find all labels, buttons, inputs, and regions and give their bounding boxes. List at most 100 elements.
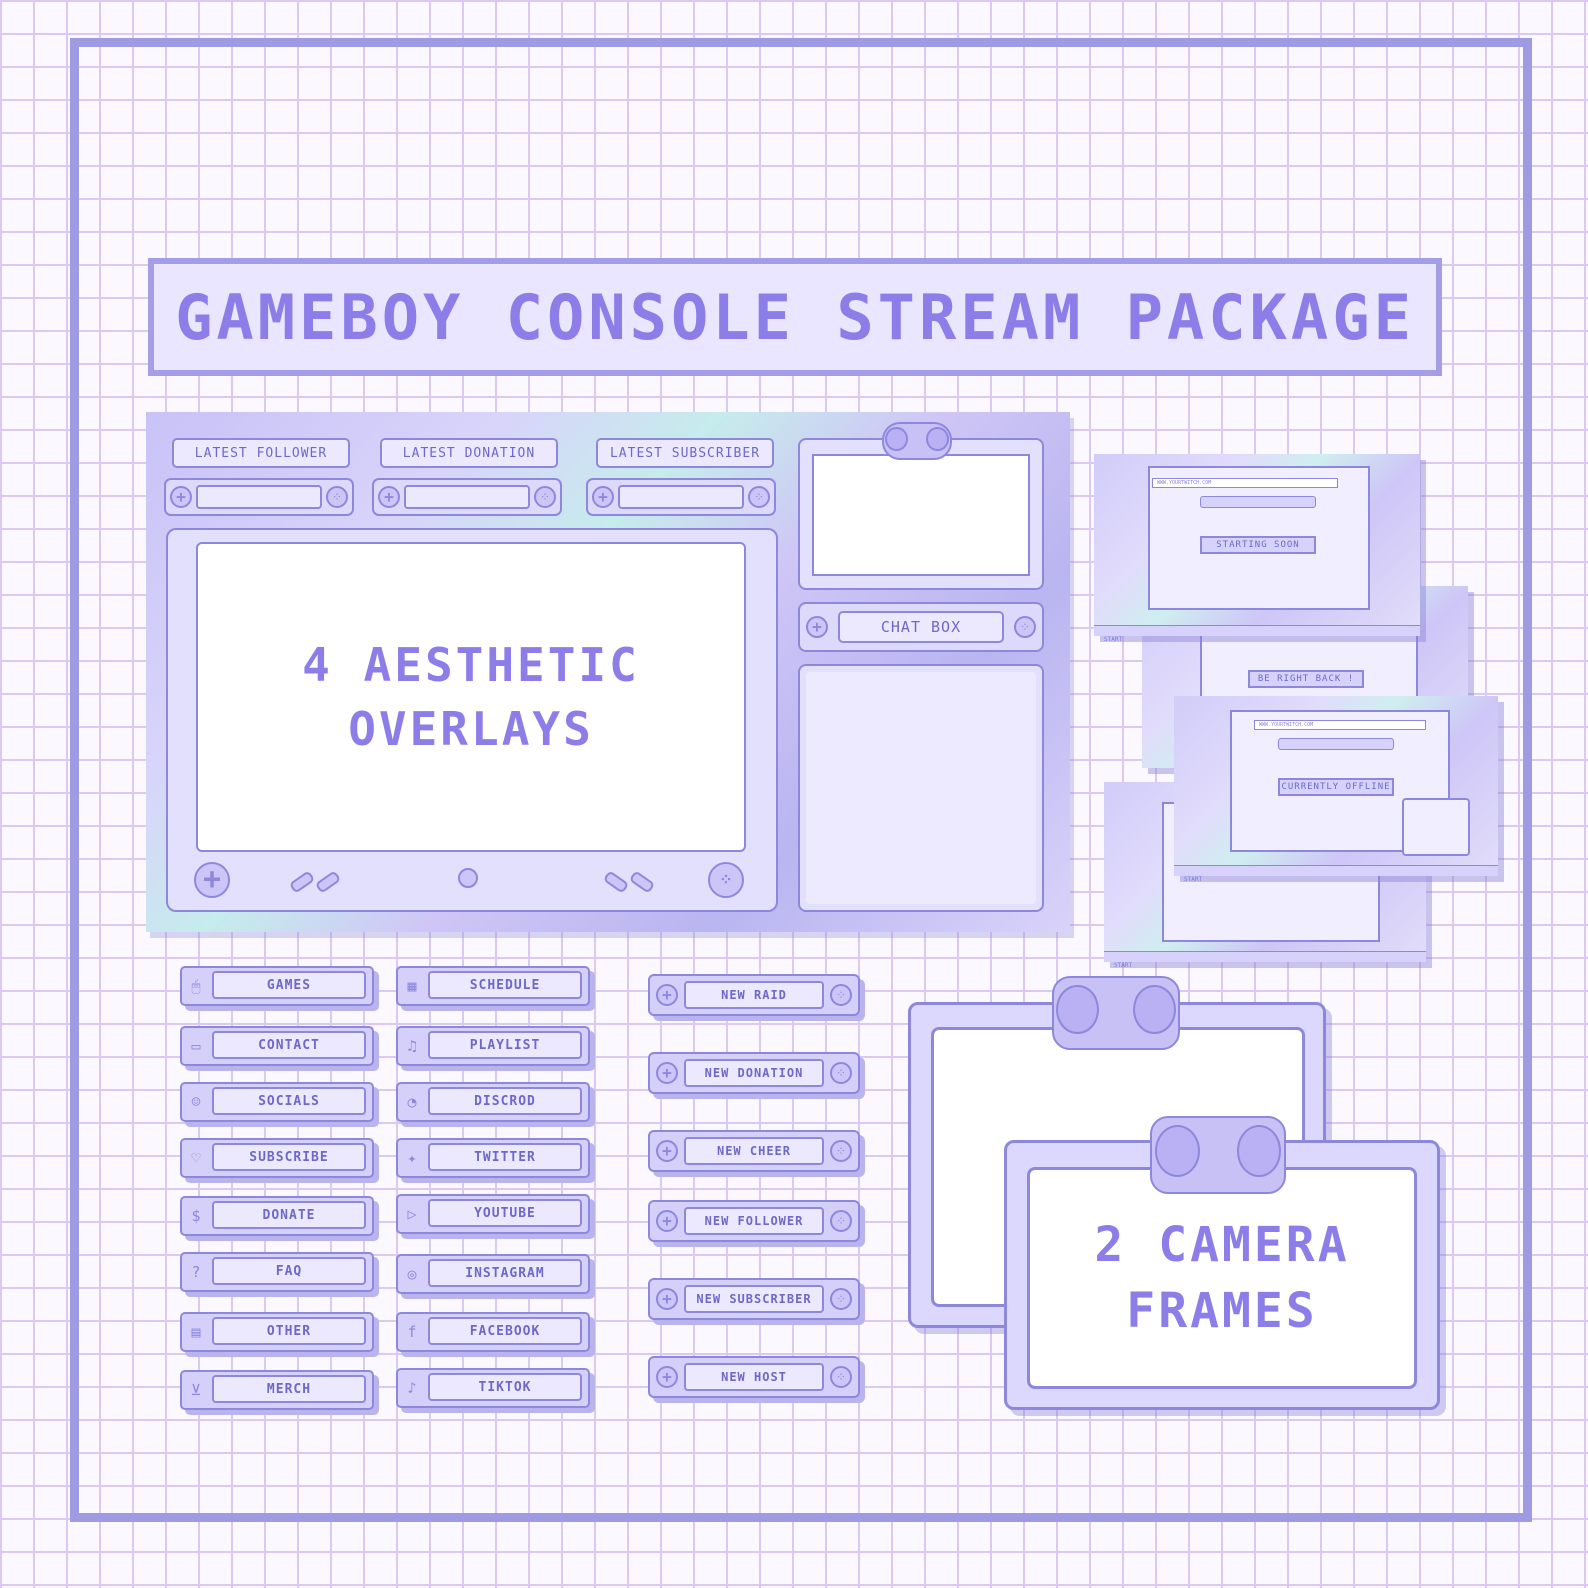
briefcase-icon: ▤ (191, 1323, 201, 1341)
alert-label: NEW DONATION (684, 1059, 824, 1087)
question-icon: ? (191, 1263, 201, 1281)
buttons-icon: ⁘ (708, 862, 744, 898)
latest-donation-slot (404, 485, 530, 509)
alert-label: NEW CHEER (684, 1137, 824, 1165)
brb-label: BE RIGHT BACK ! (1248, 670, 1364, 688)
mini-screen-1: WWW.YOURTWITCH.COM STARTING SOON START (1094, 454, 1420, 643)
alert-new-follower[interactable]: + NEW FOLLOWER ⁘ (648, 1200, 860, 1242)
chat-icon: ▭ (191, 1037, 201, 1055)
select-pill-icon (314, 870, 342, 894)
alert-label: NEW SUBSCRIBER (684, 1285, 824, 1313)
game-screen-frame: 4 AESTHETIC OVERLAYS + ⁘ (166, 528, 778, 912)
latest-subscriber-slot (618, 485, 744, 509)
panel-socials-label: SOCIALS (212, 1087, 366, 1115)
panel-discord[interactable]: ◔ DISCROD (396, 1082, 590, 1122)
buttons-icon: ⁘ (830, 1210, 852, 1232)
latest-donation-bar: + ⁘ (372, 478, 562, 516)
buttons-icon: ⁘ (830, 984, 852, 1006)
panel-games-label: GAMES (212, 971, 366, 999)
buttons-icon: ⁘ (326, 486, 348, 508)
panel-games[interactable]: 🖱GAMES (180, 966, 374, 1006)
mini-stats (1200, 496, 1316, 508)
overlay-headline-line1: 4 AESTHETIC (302, 638, 640, 692)
panel-schedule-label: SCHEDULE (428, 971, 582, 999)
instagram-icon: ◎ (407, 1265, 417, 1283)
alert-new-donation[interactable]: + NEW DONATION ⁘ (648, 1052, 860, 1094)
chat-box-inner (806, 672, 1036, 904)
panel-contact[interactable]: ▭ CONTACT (180, 1026, 374, 1066)
select-pill-icon (288, 870, 316, 894)
panel-discord-label: DISCROD (428, 1087, 582, 1115)
music-icon: ♫ (407, 1037, 417, 1055)
panel-playlist-label: PLAYLIST (428, 1031, 582, 1059)
alert-label: NEW HOST (684, 1363, 824, 1391)
alert-label: NEW FOLLOWER (684, 1207, 824, 1235)
mini-screen-3: WWW.YOURTWITCH.COM CURRENTLY OFFLINE STA… (1174, 696, 1498, 883)
mini-url-bar: WWW.YOURTWITCH.COM (1254, 720, 1426, 730)
facebook-icon: f (407, 1323, 417, 1341)
panel-faq[interactable]: ?FAQ (180, 1252, 374, 1292)
twitter-icon: ✦ (407, 1149, 417, 1167)
dpad-icon: + (656, 1210, 678, 1232)
mini-stats (1278, 738, 1394, 750)
panel-donate[interactable]: $DONATE (180, 1196, 374, 1236)
page-title: GAMEBOY CONSOLE STREAM PACKAGE (175, 280, 1415, 354)
panel-youtube-label: YOUTUBE (428, 1199, 582, 1227)
alert-new-host[interactable]: +NEW HOST⁘ (648, 1356, 860, 1398)
tiktok-icon: ♪ (407, 1379, 417, 1397)
dpad-icon: + (592, 486, 614, 508)
panel-schedule[interactable]: ▦ SCHEDULE (396, 966, 590, 1006)
latest-follower-slot (196, 485, 322, 509)
buttons-icon: ⁘ (830, 1062, 852, 1084)
title-banner: GAMEBOY CONSOLE STREAM PACKAGE (148, 258, 1442, 376)
mini-taskbar: START (1104, 951, 1426, 969)
chat-box-header: + CHAT BOX ⁘ (798, 602, 1044, 652)
panel-youtube[interactable]: ▷ YOUTUBE (396, 1194, 590, 1234)
panel-tiktok[interactable]: ♪TIKTOK (396, 1368, 590, 1408)
latest-subscriber-label: LATEST SUBSCRIBER (596, 438, 774, 468)
dpad-icon: + (194, 862, 230, 898)
game-screen: 4 AESTHETIC OVERLAYS (196, 542, 746, 852)
latest-subscriber-bar: + ⁘ (586, 478, 776, 516)
alert-new-raid[interactable]: +NEW RAID⁘ (648, 974, 860, 1016)
panel-other[interactable]: ▤ OTHER (180, 1312, 374, 1352)
panel-contact-label: CONTACT (212, 1031, 366, 1059)
panel-merch[interactable]: ⊻MERCH (180, 1370, 374, 1410)
dpad-icon: + (656, 1366, 678, 1388)
starting-soon-label: STARTING SOON (1200, 536, 1316, 554)
controller-icon (882, 422, 952, 460)
dpad-icon: + (656, 1140, 678, 1162)
dpad-icon: + (656, 984, 678, 1006)
outer-frame (70, 38, 1532, 1522)
alert-new-subscriber[interactable]: +NEW SUBSCRIBER⁘ (648, 1278, 860, 1320)
alert-new-cheer[interactable]: +NEW CHEER⁘ (648, 1130, 860, 1172)
mini-taskbar: START (1094, 625, 1420, 643)
panel-instagram[interactable]: ◎ INSTAGRAM (396, 1254, 590, 1294)
panel-subscribe-label: SUBSCRIBE (212, 1143, 366, 1171)
discord-icon: ◔ (407, 1093, 417, 1111)
buttons-icon: ⁘ (748, 486, 770, 508)
youtube-icon: ▷ (407, 1205, 417, 1223)
home-button-icon (458, 868, 478, 888)
start-pill-icon (628, 870, 656, 894)
offline-label: CURRENTLY OFFLINE (1278, 778, 1394, 796)
cart-icon: ⊻ (190, 1381, 202, 1399)
dpad-icon: + (656, 1062, 678, 1084)
panel-subscribe[interactable]: ♡SUBSCRIBE (180, 1138, 374, 1178)
calendar-icon: ▦ (407, 977, 417, 995)
panel-socials[interactable]: ☺SOCIALS (180, 1082, 374, 1122)
camera-headline-line1: 2 CAMERA (1094, 1217, 1350, 1273)
chat-box-area (798, 664, 1044, 912)
panel-playlist[interactable]: ♫ PLAYLIST (396, 1026, 590, 1066)
panel-twitter[interactable]: ✦TWITTER (396, 1138, 590, 1178)
panel-instagram-label: INSTAGRAM (428, 1259, 582, 1287)
camera-slot (812, 454, 1030, 576)
panel-other-label: OTHER (212, 1317, 366, 1345)
dpad-icon: + (378, 486, 400, 508)
dpad-icon: + (656, 1288, 678, 1310)
mini-url-bar: WWW.YOURTWITCH.COM (1152, 478, 1338, 488)
latest-follower-label: LATEST FOLLOWER (172, 438, 350, 468)
camera-frame-front-slot: 2 CAMERA FRAMES (1027, 1167, 1417, 1389)
money-bag-icon: $ (191, 1207, 201, 1225)
